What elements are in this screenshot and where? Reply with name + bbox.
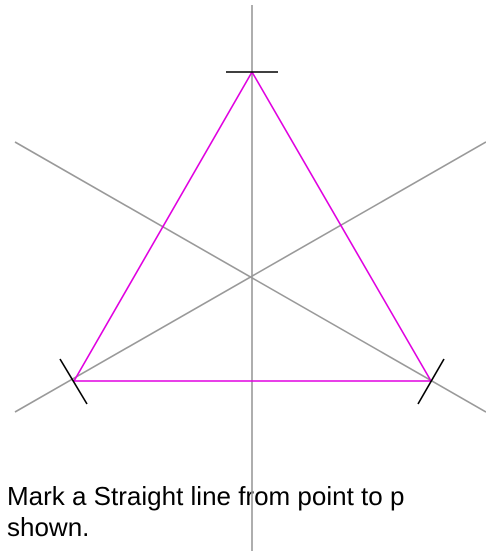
vertex-arc-marks (59, 71, 445, 405)
instruction-line-2: shown. (7, 512, 90, 542)
triangle-right-edge (251, 71, 432, 382)
instruction-line-1: Mark a Straight line from point to p (7, 481, 405, 511)
equilateral-triangle (73, 71, 432, 382)
instruction-text: Mark a Straight line from point to p sho… (7, 481, 486, 543)
right-vertex-tick (417, 358, 445, 405)
left-vertex-tick (59, 358, 88, 405)
bisector-lines (14, 5, 486, 475)
triangle-left-edge (73, 71, 253, 382)
right-to-left-bisector (14, 141, 486, 413)
